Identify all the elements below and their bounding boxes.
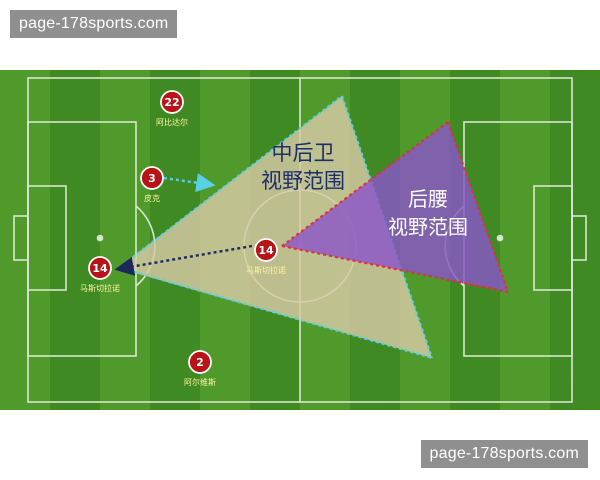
player-name: 马斯切拉诺 — [80, 283, 120, 293]
dm-zone-label-line2: 视野范围 — [388, 215, 468, 239]
players: 22 阿比达尔 3 皮克 14 马斯切拉诺 14 马斯切拉诺 2 阿尔维斯 — [80, 90, 286, 387]
player-number: 2 — [196, 356, 204, 369]
player-number: 14 — [258, 244, 274, 257]
cb-zone-label-line2: 视野范围 — [261, 169, 345, 193]
grass-stripe — [100, 70, 151, 410]
player-marker: 3 皮克 — [140, 166, 164, 203]
grass-stripe — [500, 70, 551, 410]
pique-run-arrow — [163, 173, 216, 193]
player-name: 阿尔维斯 — [184, 377, 216, 387]
player-name: 阿比达尔 — [156, 117, 188, 127]
grass-stripe — [50, 70, 101, 410]
cb-vision-zone — [118, 96, 432, 358]
player-number: 22 — [164, 96, 179, 109]
player-circle — [88, 256, 112, 280]
player-circle — [254, 238, 278, 262]
grass-stripe — [550, 70, 600, 410]
player-circle — [140, 166, 164, 190]
player-circle — [188, 350, 212, 374]
football-pitch: 中后卫 视野范围 后腰 视野范围 22 阿比达尔 3 皮克 14 马斯切拉诺 14 马斯切拉诺… — [0, 70, 600, 410]
player-name: 皮克 — [144, 193, 160, 203]
player-circle — [160, 90, 184, 114]
player-marker: 14 马斯切拉诺 — [246, 238, 286, 275]
watermark-bottom: page-178sports.com — [420, 440, 588, 468]
dm-vision-zone — [282, 122, 508, 292]
player-marker: 14 马斯切拉诺 — [80, 256, 120, 293]
drop-back-arrow — [114, 244, 253, 276]
player-marker: 22 阿比达尔 — [156, 90, 188, 127]
grass-stripe — [0, 70, 51, 410]
dm-vision-edges — [281, 121, 510, 294]
player-number: 14 — [92, 262, 108, 275]
player-number: 3 — [148, 172, 156, 185]
player-marker: 2 阿尔维斯 — [184, 350, 216, 387]
watermark-top: page-178sports.com — [10, 10, 178, 38]
cb-zone-label-line1: 中后卫 — [272, 141, 335, 165]
dm-zone-label-line1: 后腰 — [408, 187, 448, 211]
player-name: 马斯切拉诺 — [246, 265, 286, 275]
